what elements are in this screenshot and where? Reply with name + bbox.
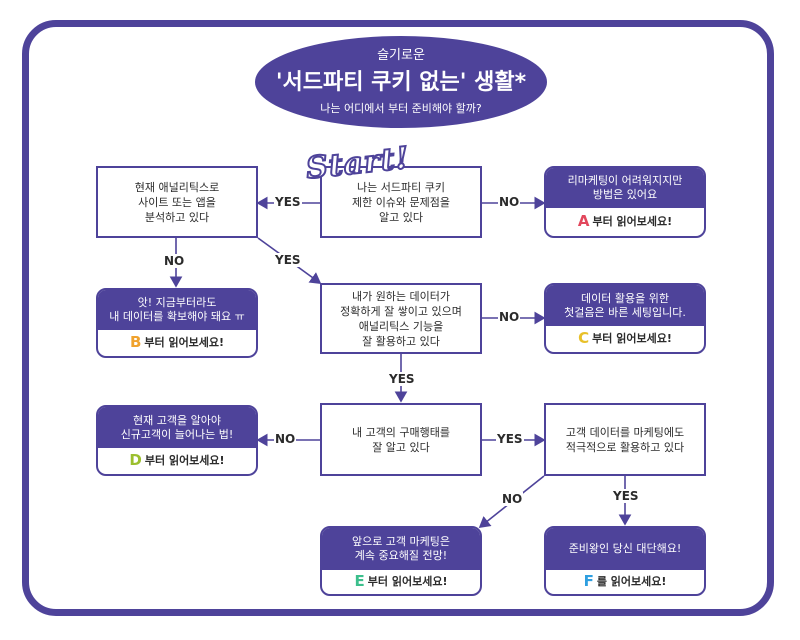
result-A-text: 리마케팅이 어려워지지만 방법은 있어요 <box>546 168 704 208</box>
result-D-letter: D <box>129 451 142 469</box>
result-D: 현재 고객을 알아야 신규고객이 늘어나는 법! D 부터 읽어보세요! <box>96 405 258 476</box>
result-B: 앗! 지금부터라도 내 데이터를 확보해야 돼요 ㅠ B 부터 읽어보세요! <box>96 288 258 358</box>
label-yes-q5: YES <box>612 489 640 503</box>
result-D-text: 현재 고객을 알아야 신규고객이 늘어나는 법! <box>98 407 256 448</box>
title-line1: 슬기로운 <box>377 48 425 63</box>
result-F-text: 준비왕인 당신 대단해요! <box>546 528 704 570</box>
result-B-letter: B <box>129 333 142 351</box>
title-line2: '서드파티 쿠키 없는' 생활* <box>275 70 527 95</box>
label-no-q1: NO <box>498 195 521 209</box>
result-A: 리마케팅이 어려워지지만 방법은 있어요 A 부터 읽어보세요! <box>544 166 706 238</box>
question-customer-behavior: 내 고객의 구매행태를 잘 알고 있다 <box>320 403 482 476</box>
label-yes-q1: YES <box>274 195 302 209</box>
question-data-quality: 내가 원하는 데이터가 정확하게 잘 쌓이고 있으며 애널리틱스 기능을 잘 활… <box>320 283 482 354</box>
label-yes-q2: YES <box>274 253 302 267</box>
result-D-suffix: 부터 읽어보세요! <box>144 454 225 467</box>
result-B-suffix: 부터 읽어보세요! <box>144 336 225 349</box>
result-A-suffix: 부터 읽어보세요! <box>592 215 673 228</box>
result-E-letter: E <box>354 572 365 590</box>
title-line3: 나는 어디에서 부터 준비해야 할까? <box>320 102 482 115</box>
question-cookie-issue: 나는 서드파티 쿠키 제한 이슈와 문제점을 알고 있다 <box>320 166 482 238</box>
label-no-q5: NO <box>501 492 524 506</box>
label-no-q4: NO <box>274 432 297 446</box>
result-C: 데이터 활용을 위한 첫걸음은 바른 세팅입니다. C 부터 읽어보세요! <box>544 283 706 354</box>
outer-frame <box>22 20 774 616</box>
result-F-suffix: 를 읽어보세요! <box>596 575 667 588</box>
label-no-q2: NO <box>163 254 186 268</box>
question-marketing-use: 고객 데이터를 마케팅에도 적극적으로 활용하고 있다 <box>544 403 706 476</box>
result-A-letter: A <box>577 212 590 230</box>
result-C-suffix: 부터 읽어보세요! <box>592 332 672 345</box>
result-E-text: 앞으로 고객 마케팅은 계속 중요해질 전망! <box>322 528 480 570</box>
result-C-letter: C <box>578 329 590 347</box>
label-yes-q3: YES <box>388 372 416 386</box>
result-C-text: 데이터 활용을 위한 첫걸음은 바른 세팅입니다. <box>546 285 704 326</box>
label-yes-q4: YES <box>496 432 524 446</box>
result-B-text: 앗! 지금부터라도 내 데이터를 확보해야 돼요 ㅠ <box>98 290 256 330</box>
question-analytics: 현재 애널리틱스로 사이트 또는 앱을 분석하고 있다 <box>96 166 258 238</box>
result-E-suffix: 부터 읽어보세요! <box>367 575 448 588</box>
title-banner: 슬기로운 '서드파티 쿠키 없는' 생활* 나는 어디에서 부터 준비해야 할까… <box>255 36 547 128</box>
result-F: 준비왕인 당신 대단해요! F 를 읽어보세요! <box>544 526 706 596</box>
result-E: 앞으로 고객 마케팅은 계속 중요해질 전망! E 부터 읽어보세요! <box>320 526 482 596</box>
label-no-q3: NO <box>498 310 521 324</box>
result-F-letter: F <box>583 572 594 590</box>
